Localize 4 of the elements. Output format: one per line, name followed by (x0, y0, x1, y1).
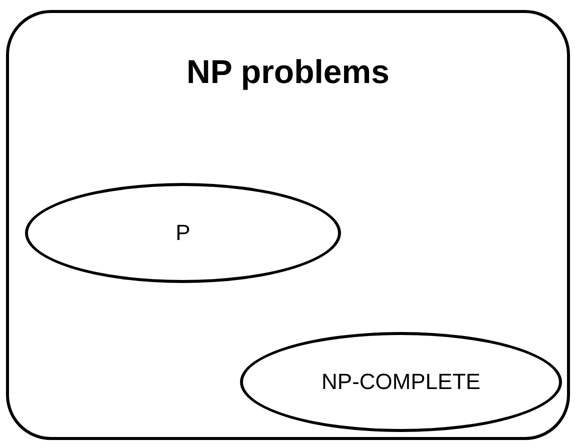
set-label: NP-COMPLETE (320, 369, 482, 395)
set-boundary (6, 10, 570, 440)
set-title: NP problems (186, 53, 390, 91)
set-label: P (174, 220, 192, 246)
